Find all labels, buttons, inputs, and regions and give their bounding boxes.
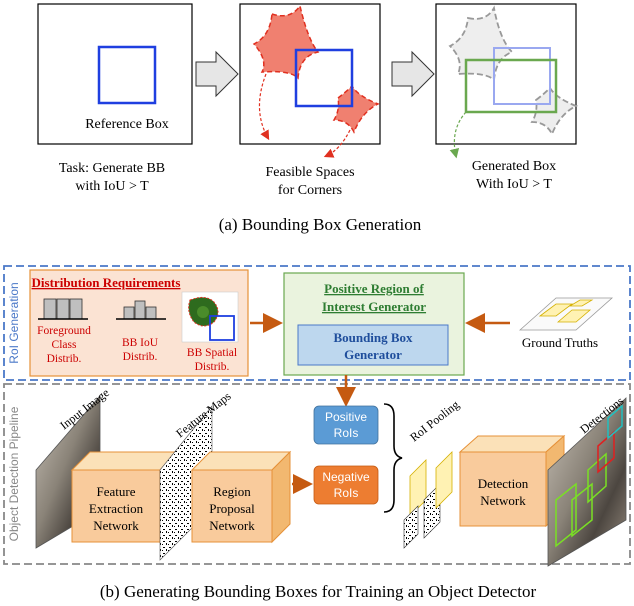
pipeline-frame <box>3 383 631 565</box>
bounding-box-generator-line1: Bounding Box <box>333 330 413 345</box>
generated-caption-line1: Generated Box <box>472 159 556 174</box>
task-caption-line1: Task: Generate BB <box>59 161 165 176</box>
ground-truths-label: Ground Truths <box>522 335 598 350</box>
reference-box <box>97 45 157 105</box>
negative-rois-pill <box>313 465 379 505</box>
feature-extraction-line2: Extraction <box>89 501 144 516</box>
feature-extraction-network <box>70 450 180 544</box>
spatial-distribution-icon <box>181 291 239 343</box>
detection-network-line2: Network <box>480 493 526 508</box>
step-arrow-1 <box>195 50 239 98</box>
positive-rois-line1: Positive <box>325 410 367 424</box>
positive-roi-generator-title-1: Positive Region of <box>324 281 424 296</box>
bounding-box-generator-line2: Generator <box>344 347 402 362</box>
generated-caption-line2: With IoU > T <box>476 177 552 192</box>
caption-b: (b) Generating Bounding Boxes for Traini… <box>100 582 537 601</box>
negative-rois-line2: RoIs <box>334 486 359 500</box>
reference-box-faded <box>493 47 551 105</box>
reference-box-copy <box>294 48 354 108</box>
iou-label-1: BB IoU <box>122 337 159 349</box>
task-caption-line2: with IoU > T <box>75 179 149 194</box>
feasible-caption-line1: Feasible Spaces <box>265 165 354 180</box>
spatial-label-2: Distrib. <box>195 361 230 373</box>
positive-rois-pill <box>313 405 379 445</box>
foreground-label-1: Foreground <box>37 325 91 337</box>
step-arrow-2 <box>391 50 435 98</box>
positive-roi-generator-title-2: Interest Generator <box>322 299 426 314</box>
feasible-panel <box>239 3 381 145</box>
roi-pooling-slices <box>403 451 453 549</box>
pipeline-label: Object Detection Pipeline <box>7 406 21 541</box>
region-proposal-line3: Network <box>209 518 255 533</box>
region-proposal-network <box>190 450 292 544</box>
foreground-histogram <box>38 298 88 320</box>
ground-truths-icon <box>518 297 614 331</box>
reference-box-label: Reference Box <box>85 117 169 132</box>
generated-box <box>464 58 558 114</box>
detection-network-line1: Detection <box>478 476 529 491</box>
distribution-requirements-title: Distribution Requirements <box>32 275 181 290</box>
roi-generation-label: RoI Generation <box>7 282 21 363</box>
feature-extraction-line1: Feature <box>97 484 136 499</box>
roi-pooling-label: RoI Pooling <box>407 397 462 444</box>
reference-panel <box>37 3 193 145</box>
foreground-label-3: Distrib. <box>47 353 82 365</box>
spatial-label-1: BB Spatial <box>187 347 237 359</box>
generated-arrow <box>449 111 467 159</box>
roi-generation-frame <box>3 265 631 381</box>
positive-rois-line2: RoIs <box>334 426 359 440</box>
corner-sample-arrow-1 <box>258 73 270 141</box>
bounding-box-generator-box <box>297 324 449 366</box>
feasible-caption-line2: for Corners <box>278 183 342 198</box>
feature-extraction-line3: Network <box>93 518 139 533</box>
foreground-label-2: Class <box>52 339 77 351</box>
iou-label-2: Distrib. <box>123 351 158 363</box>
negative-rois-line1: Negative <box>322 470 370 484</box>
rois-brace <box>383 403 403 513</box>
feasible-corner-top-left <box>252 4 320 80</box>
region-proposal-line2: Proposal <box>209 501 255 516</box>
iou-histogram <box>116 300 166 320</box>
region-proposal-line1: Region <box>213 484 251 499</box>
detections-image <box>547 397 627 567</box>
caption-a: (a) Bounding Box Generation <box>219 215 422 234</box>
